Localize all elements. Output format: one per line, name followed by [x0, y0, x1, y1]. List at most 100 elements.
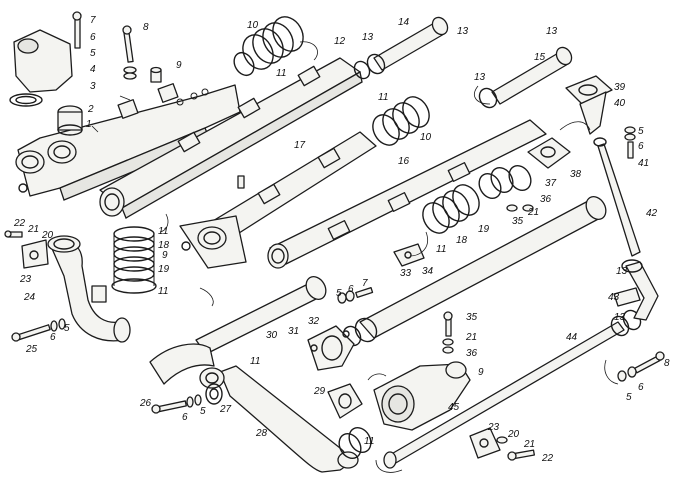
callout-label: 5: [90, 48, 96, 59]
callout-label: 9: [162, 250, 168, 261]
arm-part-28: [199, 365, 359, 473]
manifold-part-1: [15, 83, 241, 201]
callout-label: 23: [19, 274, 32, 285]
callout-label: 8: [664, 358, 670, 369]
bolt-part-22: [4, 230, 23, 238]
bellows-part-11-lower: [338, 426, 372, 460]
callout-label: 41: [638, 158, 649, 169]
bolt-part-8-lower: [617, 351, 665, 382]
elbow-part-43: [613, 259, 659, 321]
callout-label: 45: [448, 402, 460, 413]
assembly-leaders: [91, 41, 619, 473]
callout-label: 9: [478, 367, 484, 378]
callout-label: 10: [420, 132, 432, 143]
callout-label: 32: [308, 316, 320, 327]
callout-label: 26: [139, 398, 152, 409]
callout-label: 38: [570, 169, 582, 180]
tube-part-15: [478, 46, 573, 109]
callout-label: 6: [50, 332, 56, 343]
callout-label: 13: [616, 266, 628, 277]
outlet-elbow-part-3: [9, 29, 73, 107]
callout-label: 13: [546, 26, 558, 37]
callout-label: 39: [614, 82, 626, 93]
callout-label: 11: [378, 92, 388, 103]
plug-part-9: [150, 66, 162, 83]
bolt-part-22-lower: [496, 436, 536, 461]
callout-label: 11: [158, 226, 168, 237]
callout-label: 9: [176, 60, 182, 71]
bolt-part-26: [151, 394, 202, 414]
callout-label: 13: [362, 32, 374, 43]
callout-label: 21: [27, 224, 39, 235]
callout-label: 25: [25, 344, 38, 355]
callout-label: 28: [255, 428, 268, 439]
callout-label: 20: [41, 230, 54, 241]
callout-label: 33: [400, 268, 412, 279]
callout-label: 6: [90, 32, 96, 43]
callout-label: 22: [541, 453, 554, 464]
callout-label: 1: [86, 119, 92, 130]
callout-label: 7: [90, 15, 96, 26]
bellows-part-10: [233, 16, 304, 77]
callout-label: 16: [398, 156, 410, 167]
callout-label: 10: [247, 20, 259, 31]
tube-part-34: [342, 196, 607, 347]
callout-label: 36: [540, 194, 552, 205]
ring-part-27: [205, 383, 223, 405]
callout-label: 35: [512, 216, 524, 227]
callout-label: 42: [646, 208, 658, 219]
callout-label: 30: [266, 330, 278, 341]
callout-label: 40: [614, 98, 626, 109]
callout-label: 5: [64, 323, 70, 334]
callout-label: 2: [87, 104, 94, 115]
gasket-part-29: [327, 383, 363, 419]
callout-label: 35: [466, 312, 478, 323]
callout-label: 15: [534, 52, 546, 63]
callout-label: 18: [158, 240, 170, 251]
callout-label: 11: [436, 244, 446, 255]
callout-label: 27: [219, 404, 232, 415]
bellows-part-10-lower: [372, 96, 430, 146]
callout-label: 19: [158, 264, 170, 275]
callout-label: 24: [23, 292, 36, 303]
clamp-part-33: [393, 243, 425, 267]
callout-label: 6: [348, 284, 354, 295]
bellows-part-19: [111, 226, 157, 294]
callout-label: 12: [334, 36, 346, 47]
callout-label: 13: [474, 72, 486, 83]
nozzle-part-2: [57, 105, 83, 136]
flange-part-23-lower: [469, 427, 501, 459]
callout-label: 29: [313, 386, 326, 397]
callout-label: 18: [456, 235, 468, 246]
manifold-part-16: [267, 119, 547, 269]
callout-label: 11: [158, 286, 168, 297]
callout-label: 7: [362, 278, 368, 289]
flange-part-32: [307, 325, 355, 371]
housing-part-45: [373, 361, 471, 431]
callout-label: 21: [523, 439, 535, 450]
manifold-part-12: [99, 57, 363, 219]
callout-label: 13: [457, 26, 469, 37]
manifold-part-17: [179, 131, 377, 269]
callout-label: 43: [608, 292, 620, 303]
callout-label: 37: [545, 178, 557, 189]
bolt-part-25: [11, 318, 66, 342]
gasket-part-37: [508, 164, 532, 192]
callout-label: 5: [638, 126, 644, 137]
callout-label: 23: [487, 422, 500, 433]
flange-part-38: [527, 137, 571, 169]
callout-label: 21: [527, 207, 539, 218]
callout-label: 36: [466, 348, 478, 359]
callout-label: 6: [638, 382, 644, 393]
callout-label: 5: [626, 392, 632, 403]
callout-label: 44: [566, 332, 578, 343]
callout-label: 34: [422, 266, 434, 277]
bolt-part-8: [122, 25, 134, 63]
callout-label: 11: [276, 68, 286, 79]
rod-part-42: [593, 137, 641, 257]
callout-label: 5: [336, 288, 342, 299]
bolt-set-35-36: [506, 204, 534, 212]
callout-label: 6: [182, 412, 188, 423]
